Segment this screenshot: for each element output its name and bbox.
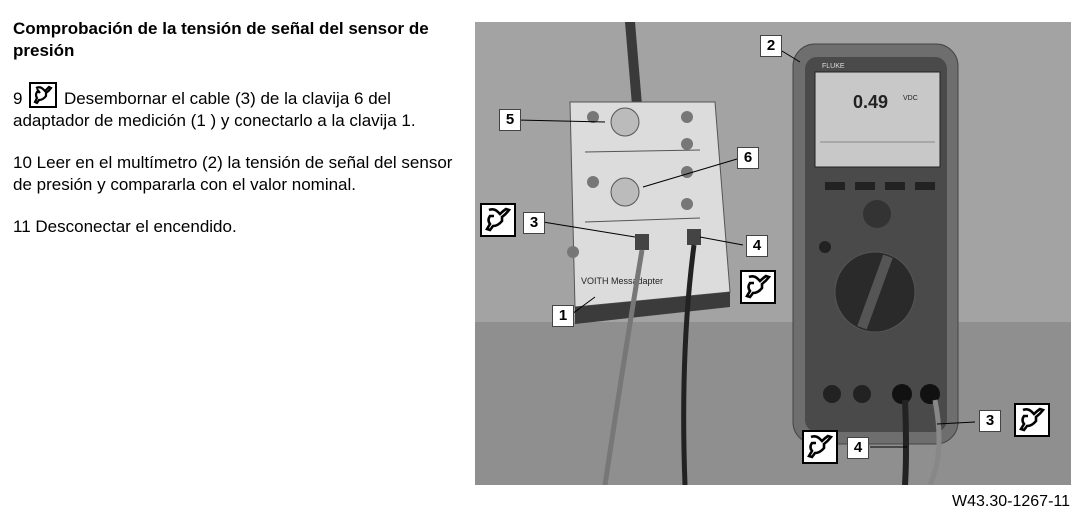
meter-brand: FLUKE [822, 63, 845, 70]
measurement-photo: VOITH Messadapter FLUKE 0.49 VDC [475, 22, 1071, 485]
step-text: Leer en el multímetro (2) la tensión de … [13, 153, 453, 194]
tool-icon [480, 203, 516, 237]
step-number: 10 [13, 153, 32, 172]
callout-5: 5 [499, 109, 521, 131]
adapter-label: VOITH Messadapter [581, 276, 663, 286]
step-11: 11 Desconectar el encendido. [13, 216, 458, 238]
step-10: 10 Leer en el multímetro (2) la tensión … [13, 152, 458, 196]
callout-3: 3 [523, 212, 545, 234]
step-number: 9 [13, 89, 23, 108]
tool-icon [802, 430, 838, 464]
tool-icon [29, 82, 58, 108]
meter-reading: 0.49 [853, 92, 888, 112]
page-title: Comprobación de la tensión de señal del … [13, 19, 429, 60]
tool-icon [1014, 403, 1050, 437]
step-number: 11 [13, 217, 31, 236]
callout-1: 1 [552, 305, 574, 327]
callout-2: 2 [760, 35, 782, 57]
instruction-text: Comprobación de la tensión de señal del … [13, 18, 458, 238]
meter-unit: VDC [903, 95, 918, 102]
callout-3-lead: 3 [979, 410, 1001, 432]
multimeter: FLUKE 0.49 VDC [792, 43, 959, 445]
step-text: Desconectar el encendido. [35, 217, 237, 236]
tool-icon [740, 270, 776, 304]
callout-6: 6 [737, 147, 759, 169]
photo-scene: VOITH Messadapter FLUKE 0.49 VDC [475, 22, 1071, 485]
figure-caption: W43.30-1267-11 [952, 493, 1070, 510]
step-9: 9 Desembornar el cable (3) de la clavija… [13, 82, 458, 132]
antenna [625, 22, 643, 117]
step-text: Desembornar el cable (3) de la clavija 6… [13, 89, 416, 130]
measurement-adapter: VOITH Messadapter [567, 101, 731, 324]
callout-4-lead: 4 [847, 437, 869, 459]
callout-4: 4 [746, 235, 768, 257]
